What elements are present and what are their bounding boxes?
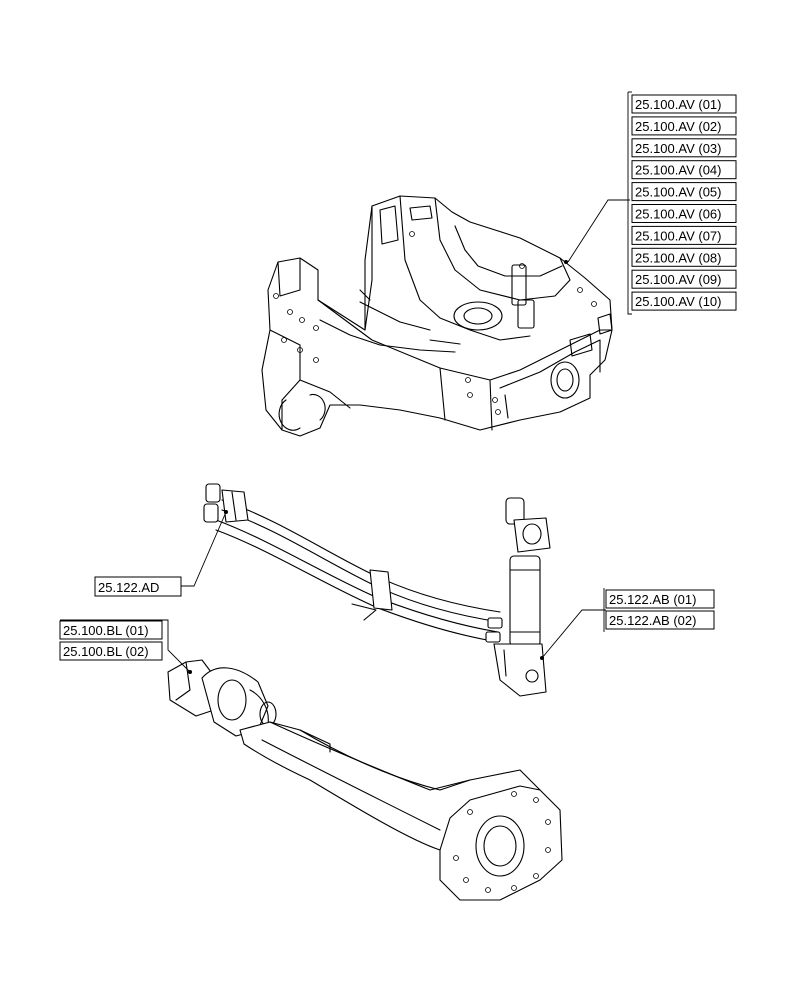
frame-ref-label: 25.100.AV (04) — [635, 163, 721, 178]
frame-ref-box — [631, 182, 737, 202]
frame-ref-box — [631, 225, 737, 245]
frame-callout-group: 25.100.AV (01) 25.100.AV (02) 25.100.AV (0… — [564, 91, 737, 315]
frame-ref-label: 25.100.AV (02) — [635, 119, 721, 134]
frame-ref-box — [631, 94, 737, 114]
frame-ref-box — [631, 116, 737, 136]
cylinder-callout-group: 25.122.AB (01) 25.122.AB (02) — [540, 588, 715, 660]
cylinder-ref-label: 25.122.AB (01) — [609, 592, 696, 607]
cylinder-ref-box — [605, 610, 715, 630]
hose-callout-group: 25.122.AD — [94, 510, 228, 597]
frame-ref-box — [631, 269, 737, 289]
hydraulic-hose-assembly — [203, 483, 503, 643]
frame-ref-label: 25.100.AV (03) — [635, 141, 721, 156]
frame-ref-label: 25.100.AV (07) — [635, 228, 721, 243]
axle-ref-label: 25.100.BL (02) — [63, 644, 149, 659]
axle-ref-box — [59, 620, 163, 640]
frame-ref-label: 25.100.AV (09) — [635, 272, 721, 287]
frame-ref-box — [631, 160, 737, 180]
frame-ref-box — [631, 247, 737, 267]
frame-ref-label: 25.100.AV (01) — [635, 97, 721, 112]
axle-ref-box — [59, 641, 163, 661]
frame-ref-label: 25.100.AV (06) — [635, 207, 721, 222]
hose-ref-label: 25.122.AD — [98, 580, 159, 595]
frame-ref-box — [631, 138, 737, 158]
hose-ref-box — [94, 576, 182, 597]
front-axle-housing — [167, 659, 563, 901]
steering-cylinder — [493, 497, 551, 697]
front-axle-support-frame — [261, 195, 613, 437]
frame-ref-label: 25.100.AV (10) — [635, 294, 721, 309]
cylinder-ref-box — [605, 589, 715, 609]
frame-ref-box — [631, 204, 737, 223]
axle-callout-group: 25.100.BL (01) 25.100.BL (02) — [59, 619, 192, 674]
frame-ref-label: 25.100.AV (05) — [635, 185, 721, 200]
axle-ref-label: 25.100.BL (01) — [63, 623, 149, 638]
frame-ref-label: 25.100.AV (08) — [635, 250, 721, 265]
frame-ref-box — [631, 291, 737, 311]
cylinder-ref-label: 25.122.AB (02) — [609, 613, 696, 628]
